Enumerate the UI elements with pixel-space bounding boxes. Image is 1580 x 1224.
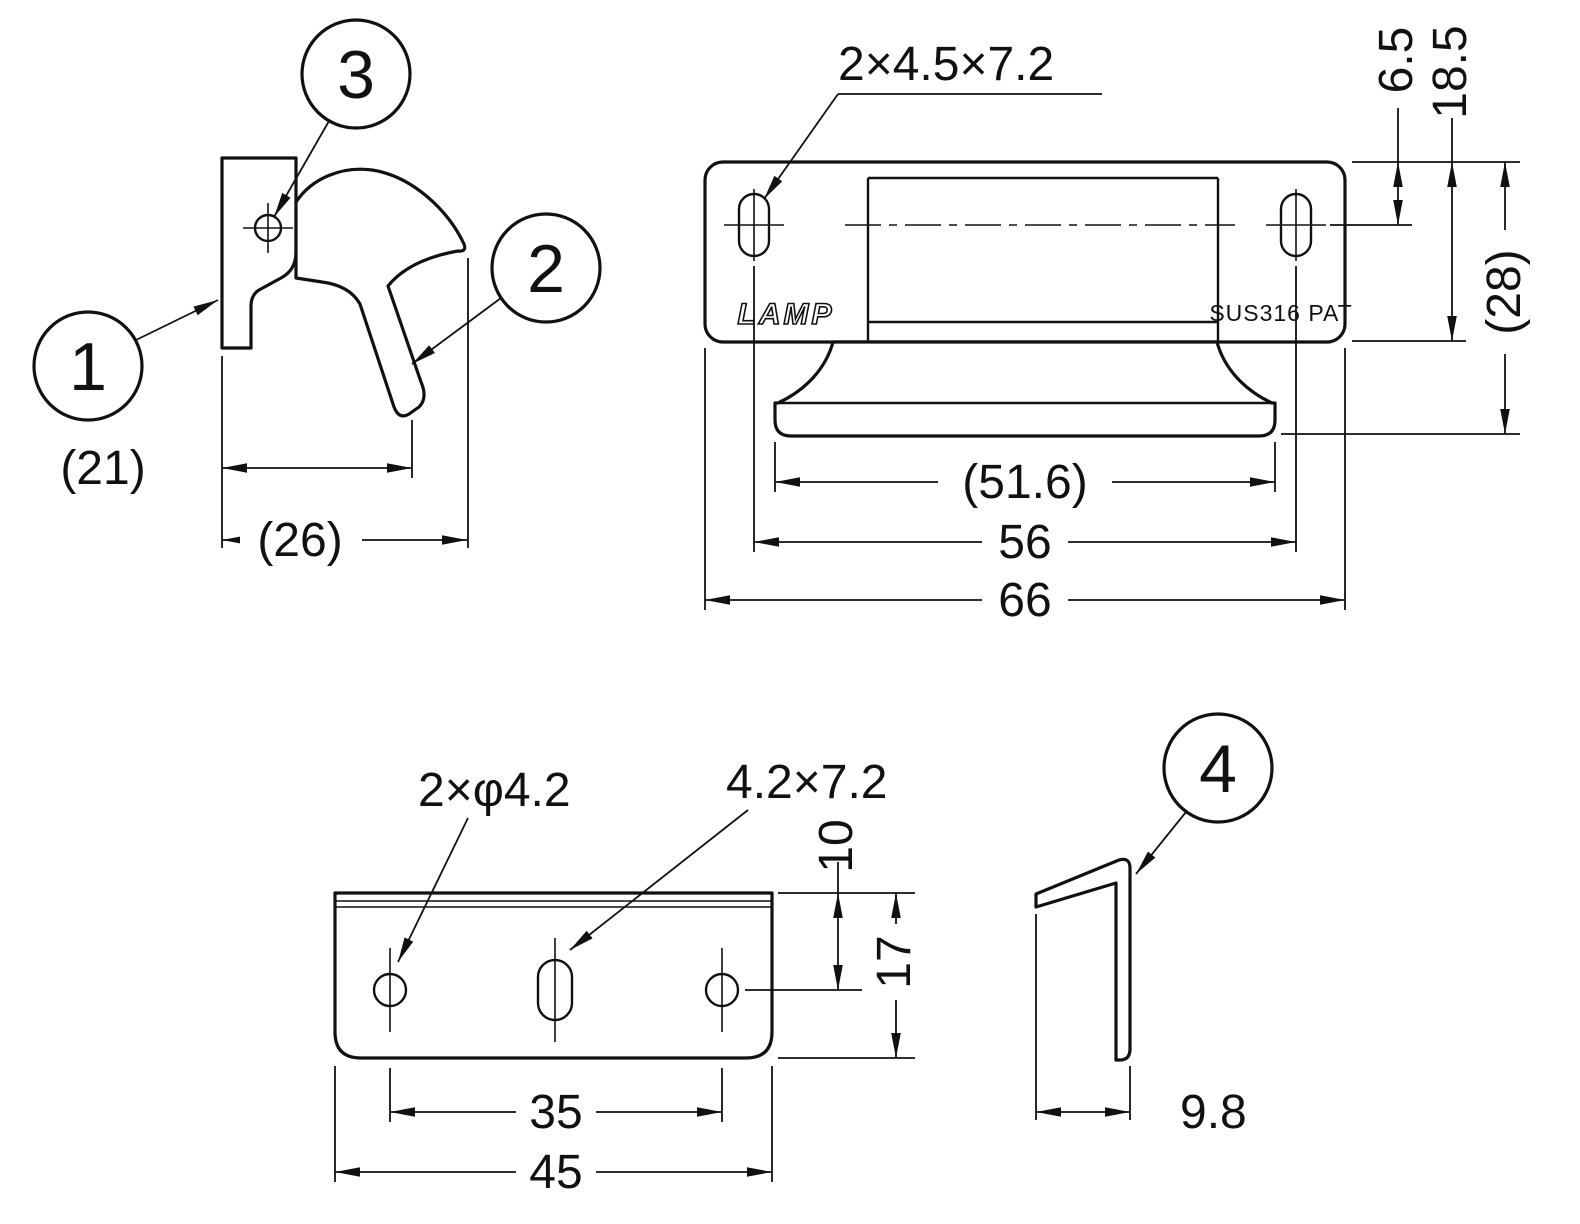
callout-2-number: 2	[527, 231, 565, 307]
callout-4-number: 4	[1199, 731, 1237, 807]
hook-lever-outline	[294, 167, 467, 418]
dim-text-21: (21)	[60, 442, 145, 495]
dim-text-17: 17	[868, 935, 921, 988]
dim-66-mask	[982, 576, 1068, 626]
front-view: LAMP SUS316 PAT 2×4.5×7.2 6.5 18.5 (28) …	[703, 25, 1531, 627]
callout-1-bubble	[32, 310, 144, 422]
pivot-crosshair	[243, 203, 293, 253]
side-view: (21) (26) 1 2 3	[32, 18, 602, 567]
dim-45-mask	[516, 1148, 596, 1196]
dim-text-26: (26)	[257, 514, 342, 567]
callout-4-bubble	[1162, 712, 1274, 824]
slot-crosshairs	[724, 189, 1326, 261]
callout-3-number: 3	[337, 37, 375, 113]
brand-logo-text: LAMP	[738, 298, 835, 331]
dim-text-51-6: (51.6)	[962, 456, 1087, 509]
dim-51-6-mask	[938, 458, 1112, 508]
callout-1-leader	[135, 299, 219, 341]
dim-26-mask	[240, 514, 362, 564]
hole-label-leader	[397, 817, 469, 963]
dim-56-mask	[982, 518, 1068, 568]
dim-text-28: (28)	[1478, 249, 1531, 334]
hole-centerlines	[389, 938, 723, 1042]
catch-plate-outline	[220, 156, 298, 350]
callout-2-bubble	[490, 212, 602, 324]
rubber-buffer-outline	[773, 340, 1277, 438]
angle-clip-outline	[1034, 857, 1132, 1062]
latch-housing-lines	[866, 176, 1220, 342]
slot-size-label: 2×4.5×7.2	[838, 38, 1054, 91]
strike-plate-view: 2×φ4.2 4.2×7.2 10 17 35 45	[333, 756, 921, 1199]
dim-35-mask	[516, 1088, 596, 1136]
dim-text-10: 10	[810, 819, 863, 872]
hole-size-label: 2×φ4.2	[418, 764, 571, 817]
dim-28-mask	[1483, 230, 1529, 354]
dim-text-6-5: 6.5	[1370, 27, 1423, 94]
callout-3-bubble	[300, 18, 412, 130]
angle-clip-view: 9.8 4	[1034, 712, 1274, 1139]
slot-label-leader-strike	[569, 809, 749, 951]
slot-label-leader	[763, 93, 839, 200]
dim-text-45: 45	[529, 1146, 582, 1199]
angle-extension-lines	[1035, 914, 1131, 1120]
callout-2-leader	[411, 297, 502, 365]
dim-text-66: 66	[998, 574, 1051, 627]
callout-4-leader	[1135, 811, 1187, 875]
dim-text-9-8: 9.8	[1180, 1086, 1247, 1139]
bend-lines	[335, 900, 772, 908]
callout-1-number: 1	[69, 329, 107, 405]
strike-bottom-extension-lines	[334, 1066, 773, 1182]
slot-size-label-strike: 4.2×7.2	[726, 756, 887, 809]
dim-17-mask	[875, 924, 917, 1000]
bottom-extension-lines	[704, 266, 1346, 610]
side-extension-lines	[221, 258, 469, 548]
right-extension-lines	[1281, 161, 1520, 435]
dim-text-18-5: 18.5	[1424, 25, 1477, 118]
strike-plate-outline	[333, 891, 774, 1060]
dim-text-35: 35	[529, 1086, 582, 1139]
dim-text-56: 56	[998, 516, 1051, 569]
callout-3-leader	[273, 120, 330, 218]
material-stamp-text: SUS316 PAT	[1209, 300, 1352, 326]
